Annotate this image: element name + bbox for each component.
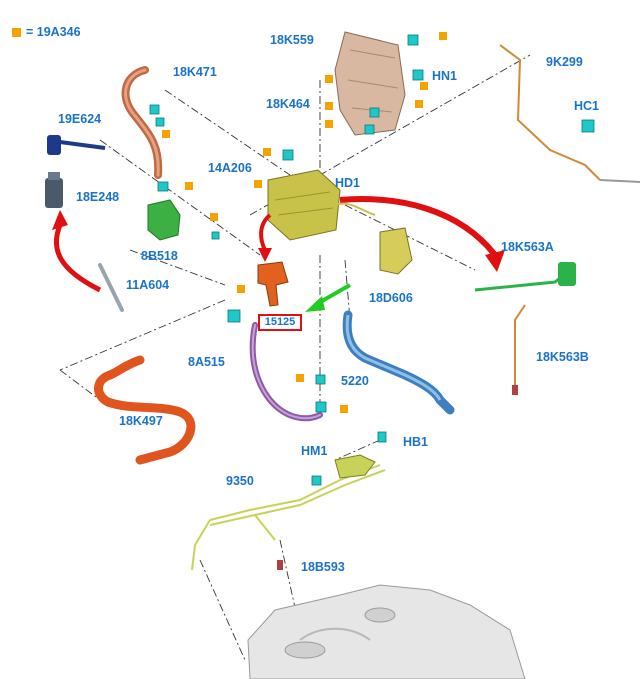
connectors (149, 34, 595, 486)
label-14A206[interactable]: 14A206 (208, 161, 252, 175)
exhaust-5220[interactable] (342, 310, 455, 415)
glow-rod-11A604[interactable] (98, 263, 124, 312)
label-9350[interactable]: 9350 (226, 474, 254, 488)
fastener-legend-marker (12, 27, 21, 37)
red-arrow-left (52, 210, 102, 293)
label-18K563A[interactable]: 18K563A (501, 240, 554, 254)
label-18K497[interactable]: 18K497 (119, 414, 163, 428)
harness-9K299[interactable] (499, 44, 641, 183)
pump-8B518[interactable] (147, 199, 181, 241)
module-18D606[interactable] (334, 202, 413, 275)
hose-18K497[interactable] (94, 355, 196, 465)
label-HC1[interactable]: HC1 (574, 99, 600, 113)
label-HD1[interactable]: HD1 (335, 176, 361, 190)
label-HN1[interactable]: HN1 (432, 69, 458, 83)
label-8A515[interactable]: 8A515 (188, 355, 225, 369)
highlighted-part-box[interactable]: 15125 (258, 314, 302, 331)
label-18K471[interactable]: 18K471 (173, 65, 217, 79)
hose-18K471[interactable] (121, 66, 163, 179)
fuel-fittings-HM1-HB1[interactable] (334, 454, 376, 479)
label-18K559[interactable]: 18K559 (270, 33, 314, 47)
sensor-18E248[interactable] (45, 172, 63, 208)
legend: = 19A346 (12, 25, 81, 39)
label-18D606[interactable]: 18D606 (369, 291, 413, 305)
fasteners-19A346 (162, 32, 447, 413)
legend-text: = 19A346 (26, 25, 81, 39)
label-19E624[interactable]: 19E624 (58, 112, 102, 126)
connector-18B593[interactable] (277, 560, 283, 570)
red-arrow-right (339, 196, 505, 272)
green-arrow (305, 283, 351, 312)
highlighted-part-label: 15125 (264, 316, 296, 328)
label-18K563B[interactable]: 18K563B (536, 350, 589, 364)
label-5220[interactable]: 5220 (341, 374, 369, 388)
fuel-line-9350[interactable] (191, 464, 386, 571)
pipe-8A515[interactable] (249, 322, 323, 422)
heat-shield-18K559[interactable] (334, 31, 406, 136)
label-8B518[interactable]: 8B518 (141, 249, 178, 263)
wire-18K563B[interactable] (512, 304, 526, 395)
label-11A604[interactable]: 11A604 (126, 278, 170, 292)
label-18B593[interactable]: 18B593 (301, 560, 345, 574)
label-18E248[interactable]: 18E248 (76, 190, 120, 204)
label-9K299[interactable]: 9K299 (546, 55, 583, 69)
red-arrow-down (258, 213, 272, 262)
label-18K464[interactable]: 18K464 (266, 97, 310, 111)
fuel-tank[interactable] (247, 584, 526, 679)
leader-lines (59, 54, 531, 661)
harness-18K563A[interactable] (474, 262, 576, 292)
bracket-15125[interactable] (257, 261, 289, 307)
label-HM1[interactable]: HM1 (301, 444, 328, 458)
heater-18K464[interactable] (267, 169, 341, 241)
glow-plug-19E624[interactable] (47, 135, 106, 155)
label-HB1[interactable]: HB1 (403, 435, 429, 449)
